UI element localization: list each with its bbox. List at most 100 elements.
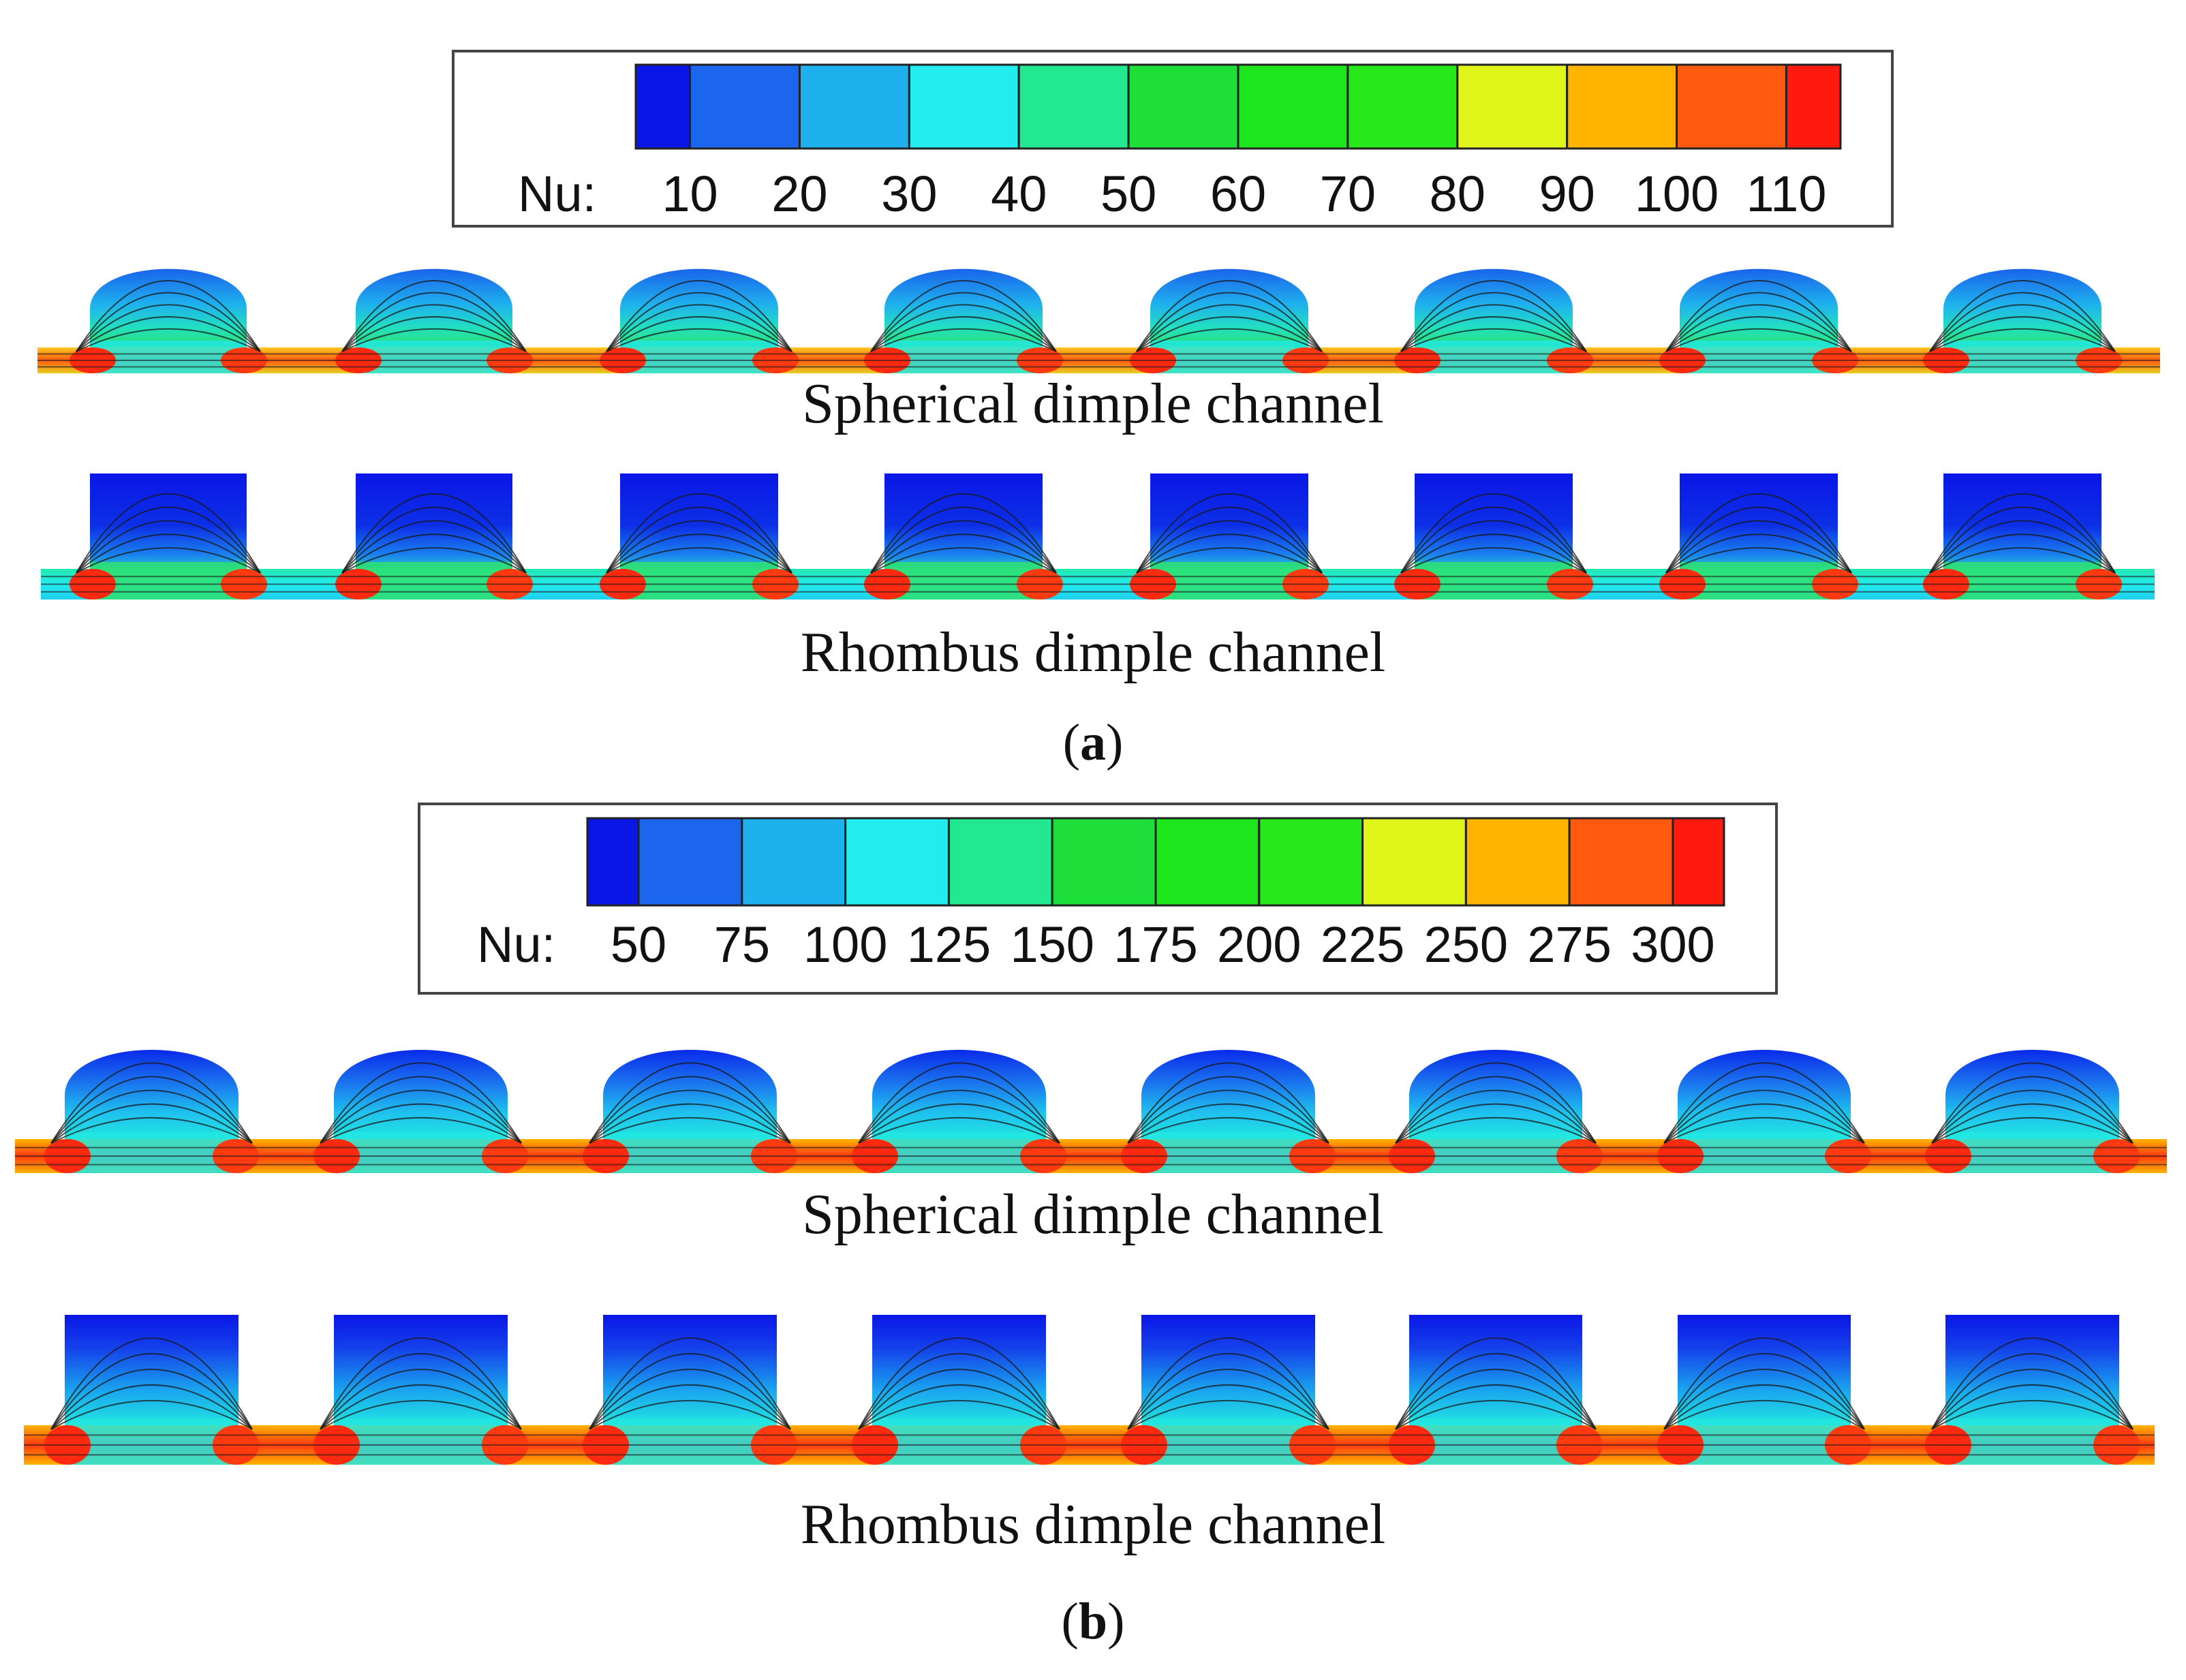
streamline [1665,316,1852,352]
colorbar-tick-label: 60 [1210,166,1266,222]
streamline [1127,1076,1329,1144]
streamline [76,547,261,574]
streamline [1136,328,1323,352]
colorbar-tick-label: 275 [1527,916,1611,973]
channel-caption: Rhombus dimple channel [801,621,1386,684]
streamline [1136,547,1323,574]
streamline [50,1103,253,1144]
streamline [1665,328,1852,352]
streamline [1400,304,1587,352]
streamline [320,1103,522,1144]
streamline [341,304,527,352]
streamline [1127,1062,1329,1144]
streamline [1665,280,1852,352]
dimple-cavity [1680,268,1838,347]
cavity-mouth [1943,562,2102,600]
colorbar-tick-label: 225 [1321,916,1404,973]
streamline [1663,1337,1865,1430]
streamline [1931,1369,2134,1430]
panel-label-open: ( [1062,1593,1079,1650]
colorbar-swatch [586,817,640,907]
streamline [858,1076,1060,1144]
dimple-cavity [334,1315,508,1425]
streamline [341,292,527,352]
cavity-mouth [884,341,1043,373]
colorbar-tick-label: 10 [662,166,718,222]
streamline [1665,520,1852,574]
cavity-mouth [872,1132,1046,1173]
streamline [858,1369,1060,1430]
colorbar-swatch [1051,817,1157,907]
streamline [50,1399,253,1430]
cavity-mouth [1943,341,2102,373]
colorbar-swatch [1672,817,1725,907]
streamline [589,1062,791,1144]
streamline [1136,493,1323,574]
streamline [76,328,261,352]
streamline [858,1384,1060,1430]
cavity-mouth [1678,1418,1851,1465]
dimple-cavity [65,1315,238,1425]
dimple-cavity [1150,268,1308,347]
streamline [870,547,1057,574]
streamline [1663,1384,1865,1430]
cavity-mouth [620,562,778,600]
cavity-mouth [1141,1132,1315,1173]
streamline [1400,280,1587,352]
streamline [606,533,792,574]
dimple-cavity [1678,1050,1851,1139]
colorbar-swatch [689,63,801,150]
streamline [1663,1353,1865,1430]
dimple-cavity [1141,1315,1315,1425]
colorbar-swatch [1568,817,1674,907]
streamline [858,1117,1060,1144]
streamline [1395,1337,1597,1430]
panel-label: (b) [1062,1593,1125,1650]
colorbar-swatch [947,817,1053,907]
streamline [1663,1117,1865,1144]
colorbar-tick-label: 150 [1010,916,1094,973]
cavity-mouth [1415,562,1573,600]
channel-caption: Rhombus dimple channel [801,1493,1386,1556]
streamline [1400,520,1587,574]
streamline [1665,533,1852,574]
cavity-mouth [356,562,512,600]
streamline [1127,1117,1329,1144]
streamline [1931,1353,2134,1430]
colorbar-swatch [1346,63,1459,150]
streamline [1663,1399,1865,1430]
cavity-mouth [90,562,247,600]
panel-label: (a) [1063,714,1124,771]
streamline [1136,533,1323,574]
colorbar-tick-label: 110 [1746,166,1826,222]
streamline [76,493,261,574]
colorbar-tick-label: 100 [803,916,887,973]
streamline [1127,1384,1329,1430]
dimple-cavity [603,1050,777,1139]
dimple-cavity [65,1050,238,1139]
streamline [870,506,1057,574]
colorbar-tick-label: 30 [881,166,937,222]
streamline [589,1089,791,1144]
cavity-mouth [1150,341,1308,373]
streamline [606,547,792,574]
cavity-mouth [65,1418,238,1465]
streamline [606,506,792,574]
streamline [1395,1353,1597,1430]
panel-label-open: ( [1063,714,1080,771]
channel-caption: Spherical dimple channel [802,372,1384,435]
streamline [589,1353,791,1430]
streamline [870,280,1057,352]
dimple-cavity [334,1050,508,1139]
colorbar-swatch [741,817,847,907]
streamline [1127,1089,1329,1144]
streamline [1931,1103,2134,1144]
colorbar-tick-label: 100 [1635,166,1719,222]
streamline [1395,1076,1597,1144]
cavity-mouth [1409,1418,1582,1465]
streamline [1136,292,1323,352]
dimple-cavity [1945,1315,2119,1425]
dimple-cavity [1141,1050,1315,1139]
streamline [1400,316,1587,352]
streamline [1395,1384,1597,1430]
